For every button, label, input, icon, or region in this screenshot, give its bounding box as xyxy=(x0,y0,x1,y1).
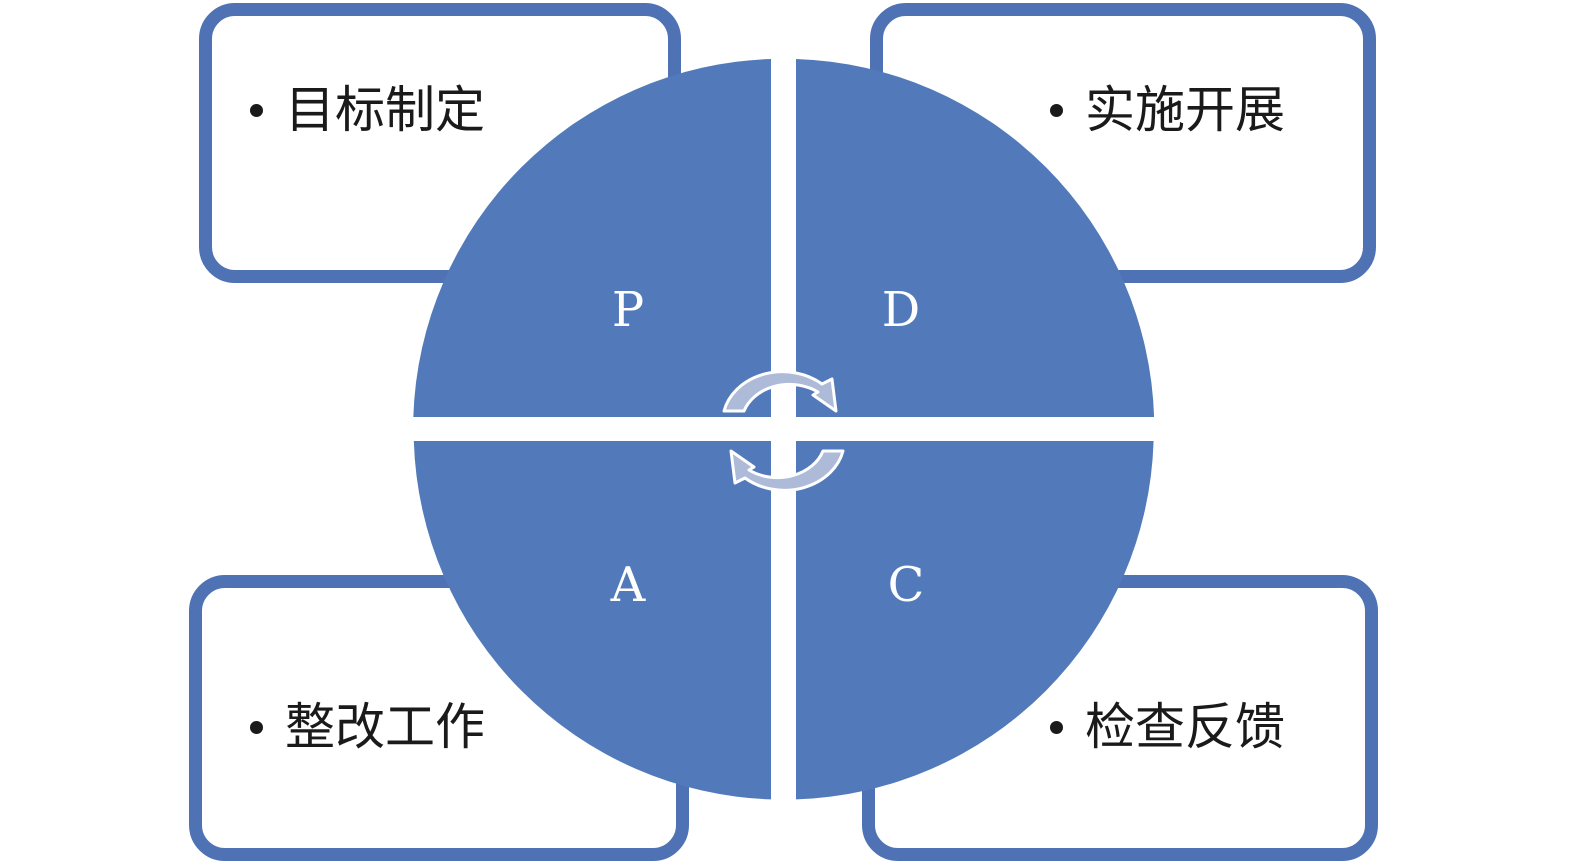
bullet-icon xyxy=(250,721,263,734)
bullet-icon xyxy=(1050,721,1063,734)
do-text: 实施开展 xyxy=(1085,81,1285,139)
act-item: 整改工作 xyxy=(250,697,485,757)
quadrant-act xyxy=(413,441,771,800)
plan-item: 目标制定 xyxy=(250,80,485,140)
arrow-bottom-icon xyxy=(729,449,845,492)
check-text: 检查反馈 xyxy=(1085,698,1285,756)
quadrant-plan xyxy=(413,59,771,417)
quadrant-check xyxy=(796,441,1154,800)
letter-d: D xyxy=(882,282,920,338)
quadrant-do xyxy=(796,59,1155,417)
check-item: 检查反馈 xyxy=(1050,697,1285,757)
letter-c: C xyxy=(888,557,925,613)
cycle-arrows-icon xyxy=(722,370,845,492)
letter-p: P xyxy=(612,282,644,338)
plan-text: 目标制定 xyxy=(285,81,485,139)
bullet-icon xyxy=(1050,104,1063,117)
letter-a: A xyxy=(610,557,647,613)
arrow-top-icon xyxy=(722,370,838,413)
do-item: 实施开展 xyxy=(1050,80,1285,140)
bullet-icon xyxy=(250,104,263,117)
act-text: 整改工作 xyxy=(285,698,485,756)
